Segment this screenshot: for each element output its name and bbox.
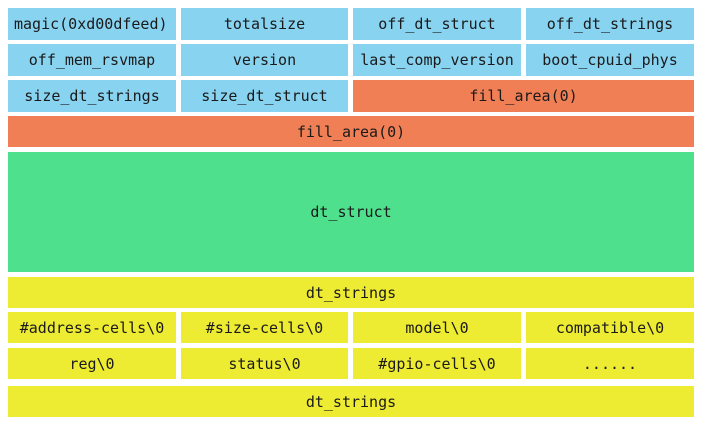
string-ellipsis: ......	[526, 348, 694, 379]
string-model: model\0	[353, 312, 521, 343]
dt-strings-block-top: dt_strings	[8, 277, 694, 308]
header-off-dt-struct: off_dt_struct	[353, 8, 521, 40]
header-boot-cpuid-phys: boot_cpuid_phys	[526, 44, 694, 76]
header-totalsize: totalsize	[181, 8, 348, 40]
dt-strings-block-bottom: dt_strings	[8, 386, 694, 417]
fill-area-block: fill_area(0)	[8, 116, 694, 147]
header-last-comp-version: last_comp_version	[353, 44, 521, 76]
string-reg: reg\0	[8, 348, 176, 379]
header-version: version	[181, 44, 348, 76]
header-magic: magic(0xd00dfeed)	[8, 8, 176, 40]
header-off-mem-rsvmap: off_mem_rsvmap	[8, 44, 176, 76]
dt-struct-block: dt_struct	[8, 152, 694, 272]
string-size-cells: #size-cells\0	[181, 312, 348, 343]
header-size-dt-strings: size_dt_strings	[8, 80, 176, 112]
string-address-cells: #address-cells\0	[8, 312, 176, 343]
string-compatible: compatible\0	[526, 312, 694, 343]
string-status: status\0	[181, 348, 348, 379]
header-off-dt-strings: off_dt_strings	[526, 8, 694, 40]
header-fill-area: fill_area(0)	[353, 80, 694, 112]
header-size-dt-struct: size_dt_struct	[181, 80, 348, 112]
string-gpio-cells: #gpio-cells\0	[353, 348, 521, 379]
